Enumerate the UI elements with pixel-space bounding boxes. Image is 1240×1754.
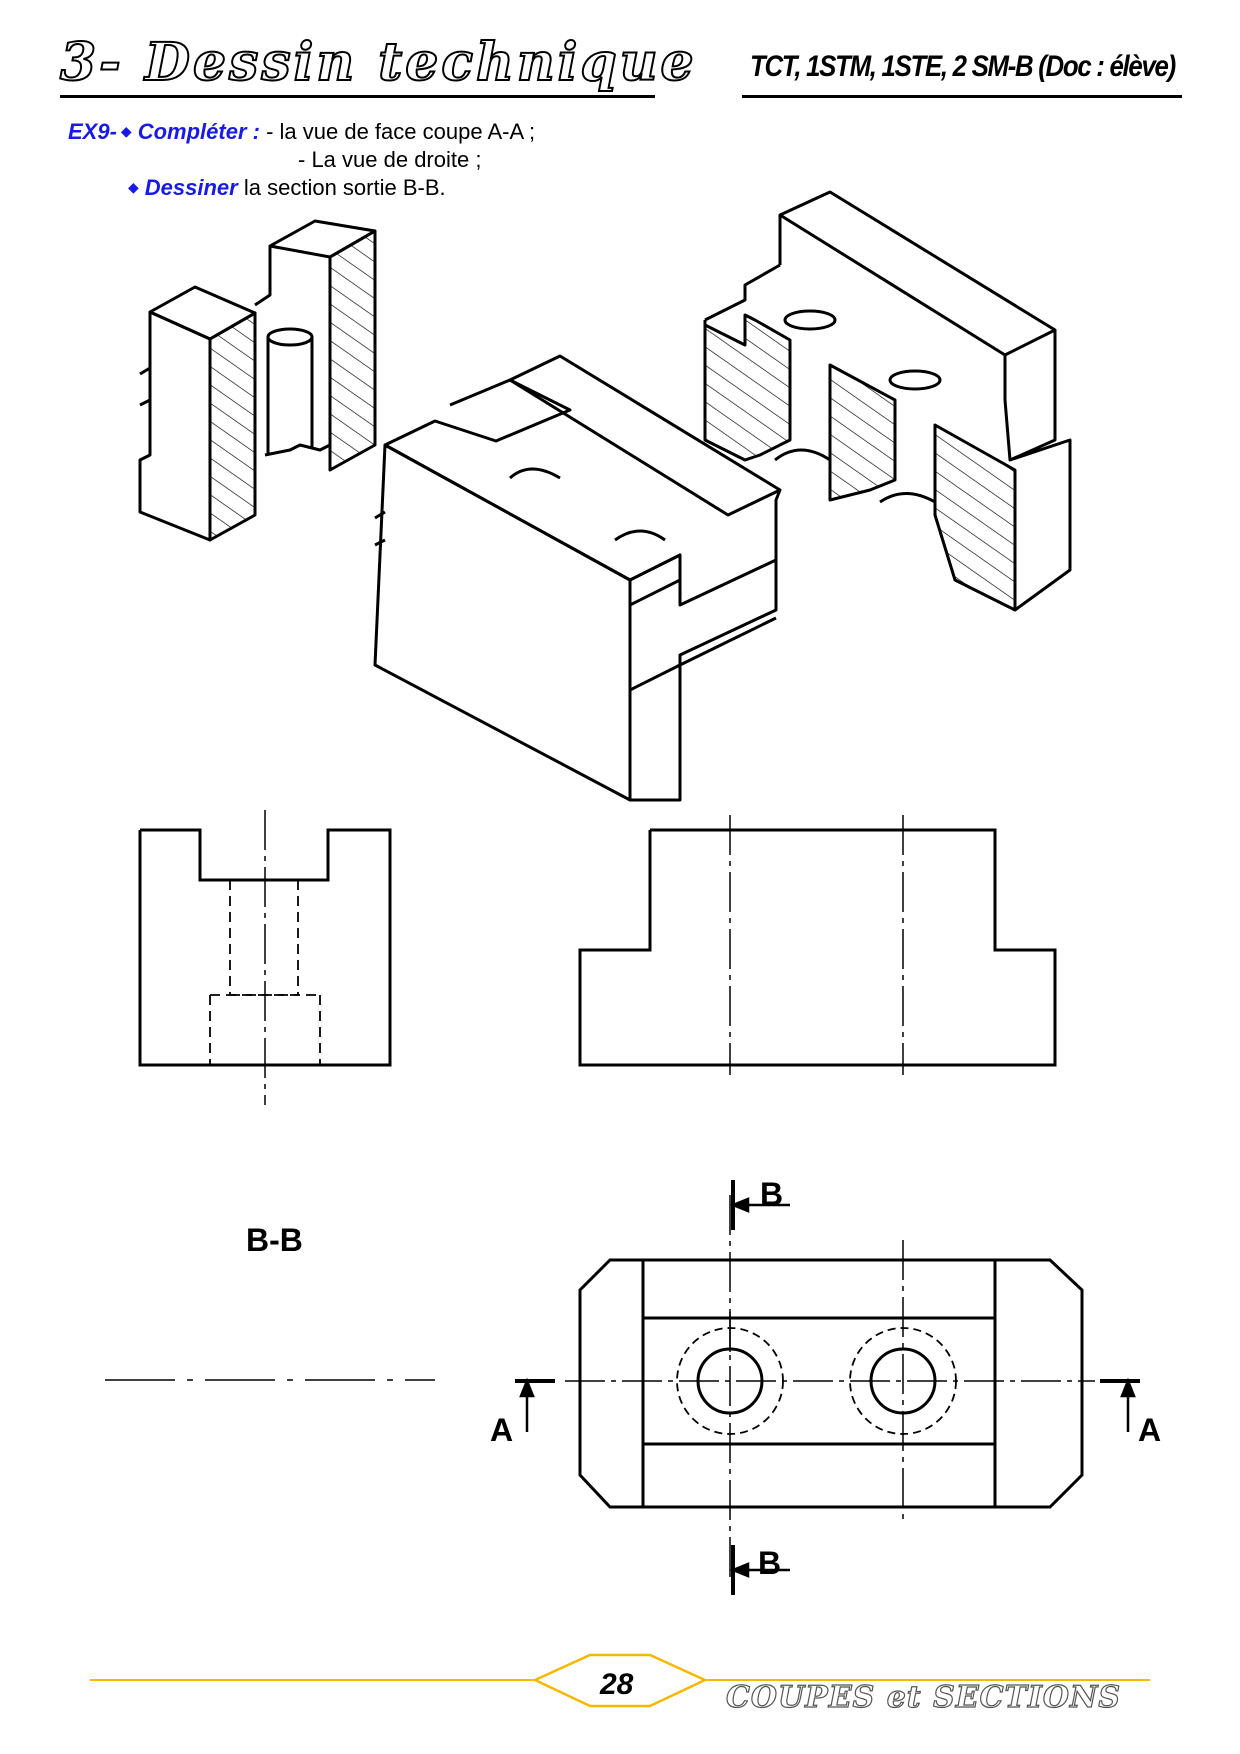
cutting-plane-markers (515, 1180, 1140, 1595)
hatched-face-2 (328, 229, 377, 472)
iso-full-view (373, 354, 782, 802)
exercise-number: EX9- (68, 119, 117, 144)
instruction-line-2: - La vue de droite ; (298, 147, 481, 173)
page-number: 28 (600, 1668, 634, 1701)
hatched-face-1 (208, 311, 257, 542)
instruction-line-3: ◆ Dessiner la section sortie B-B. (124, 175, 446, 201)
cut-label-a-left: A (490, 1412, 514, 1448)
cut-label-b-bottom: B (758, 1545, 782, 1581)
hatched-face-4 (828, 363, 897, 502)
class-underline (742, 95, 1182, 98)
section-title: B-B (246, 1222, 303, 1258)
chapter-caption: COUPES et SECTIONS (725, 1679, 1122, 1715)
top-view (565, 1195, 1095, 1580)
title-underline (60, 95, 655, 98)
cut-label-b-top: B (760, 1176, 784, 1212)
hatched-face-3 (703, 313, 792, 462)
completer-label: Compléter : (137, 119, 260, 144)
instruction-text-1: - la vue de face coupe A-A ; (266, 119, 536, 144)
instruction-line-1: EX9-◆ Compléter : - la vue de face coupe … (68, 119, 535, 145)
iso-section-view-right (703, 190, 1072, 612)
hatched-face-5 (933, 423, 1017, 612)
dessiner-label: Dessiner (144, 175, 238, 200)
front-view (138, 810, 392, 1105)
bullet-icon: ◆ (120, 123, 132, 139)
right-view (578, 815, 1057, 1075)
instruction-text-3: la section sortie B-B. (243, 175, 446, 200)
instruction-text-2: - La vue de droite ; (298, 147, 482, 172)
cut-label-a-right: A (1138, 1412, 1162, 1448)
footer-decoration (90, 1653, 1150, 1708)
class-levels: TCT, 1STM, 1STE, 2 SM-B (Doc : élève) (750, 50, 1176, 83)
document-title: 3- Dessin technique (59, 31, 697, 94)
iso-section-view-left (138, 219, 377, 542)
bullet-icon: ◆ (128, 179, 139, 195)
